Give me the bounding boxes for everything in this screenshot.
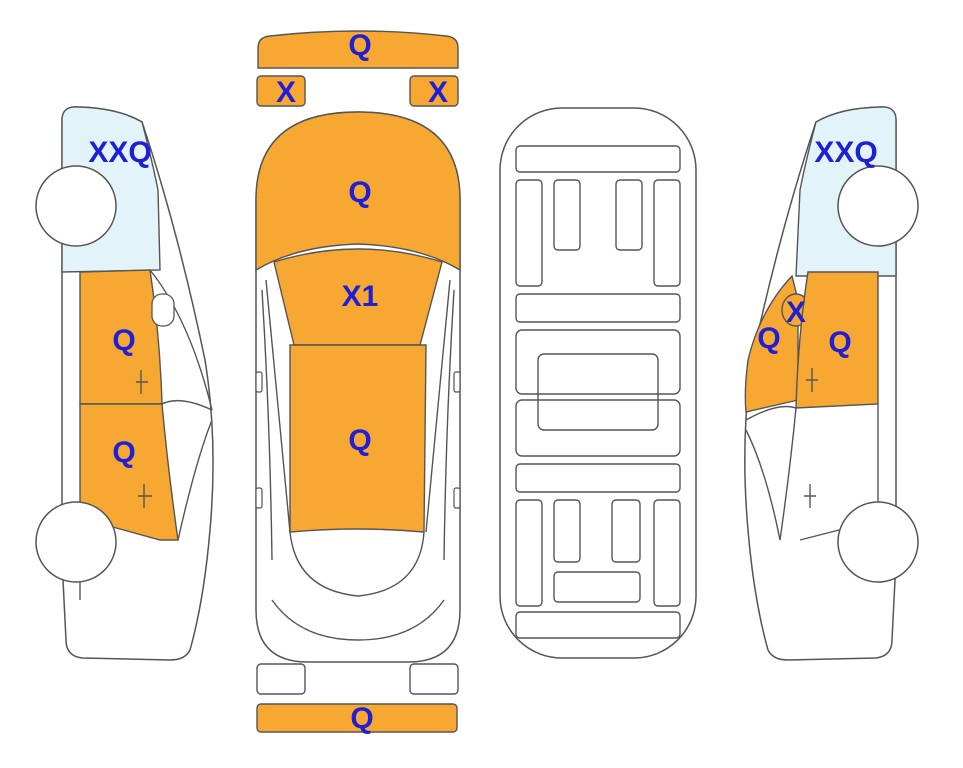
right-front-fender-label: Q	[757, 322, 780, 355]
right-side-glass-label: XXQ	[814, 136, 877, 169]
windshield-panel[interactable]	[273, 248, 443, 346]
top-view: Q X X Q X1 Q Q	[255, 29, 461, 735]
rear-bumper-label: Q	[350, 702, 373, 735]
rear-left-light-panel[interactable]	[256, 663, 306, 695]
left-rear-door-label: Q	[112, 436, 135, 469]
front-bumper-panel[interactable]	[257, 30, 459, 69]
hood-label: Q	[348, 176, 371, 209]
rear-bumper-panel[interactable]	[256, 703, 458, 733]
windshield-label: X1	[342, 280, 379, 313]
underside-outline	[499, 107, 697, 659]
left-front-door-label: Q	[112, 324, 135, 357]
front-left-light-panel[interactable]	[256, 75, 306, 107]
front-right-light-label: X	[428, 76, 448, 109]
left-side-glass-label: XXQ	[88, 136, 151, 169]
front-right-light-panel[interactable]	[409, 75, 459, 107]
right-rear-wheel	[837, 501, 919, 583]
right-side-view: XXQ X Q Q	[744, 106, 919, 661]
right-mirror-label: X	[786, 296, 806, 329]
roof-panel[interactable]	[289, 344, 427, 533]
roof-label: Q	[348, 424, 371, 457]
rear-right-light-panel[interactable]	[409, 663, 459, 695]
front-bumper-label: Q	[348, 29, 371, 62]
left-rear-wheel	[35, 501, 117, 583]
hood-panel[interactable]	[255, 111, 461, 272]
right-front-door-panel[interactable]	[795, 271, 879, 409]
right-front-door-label: Q	[828, 326, 851, 359]
left-side-view: XXQ Q Q	[35, 106, 214, 661]
underside-view	[499, 107, 697, 659]
right-front-wheel	[837, 165, 919, 247]
front-left-light-label: X	[276, 76, 296, 109]
left-front-wheel	[35, 165, 117, 247]
